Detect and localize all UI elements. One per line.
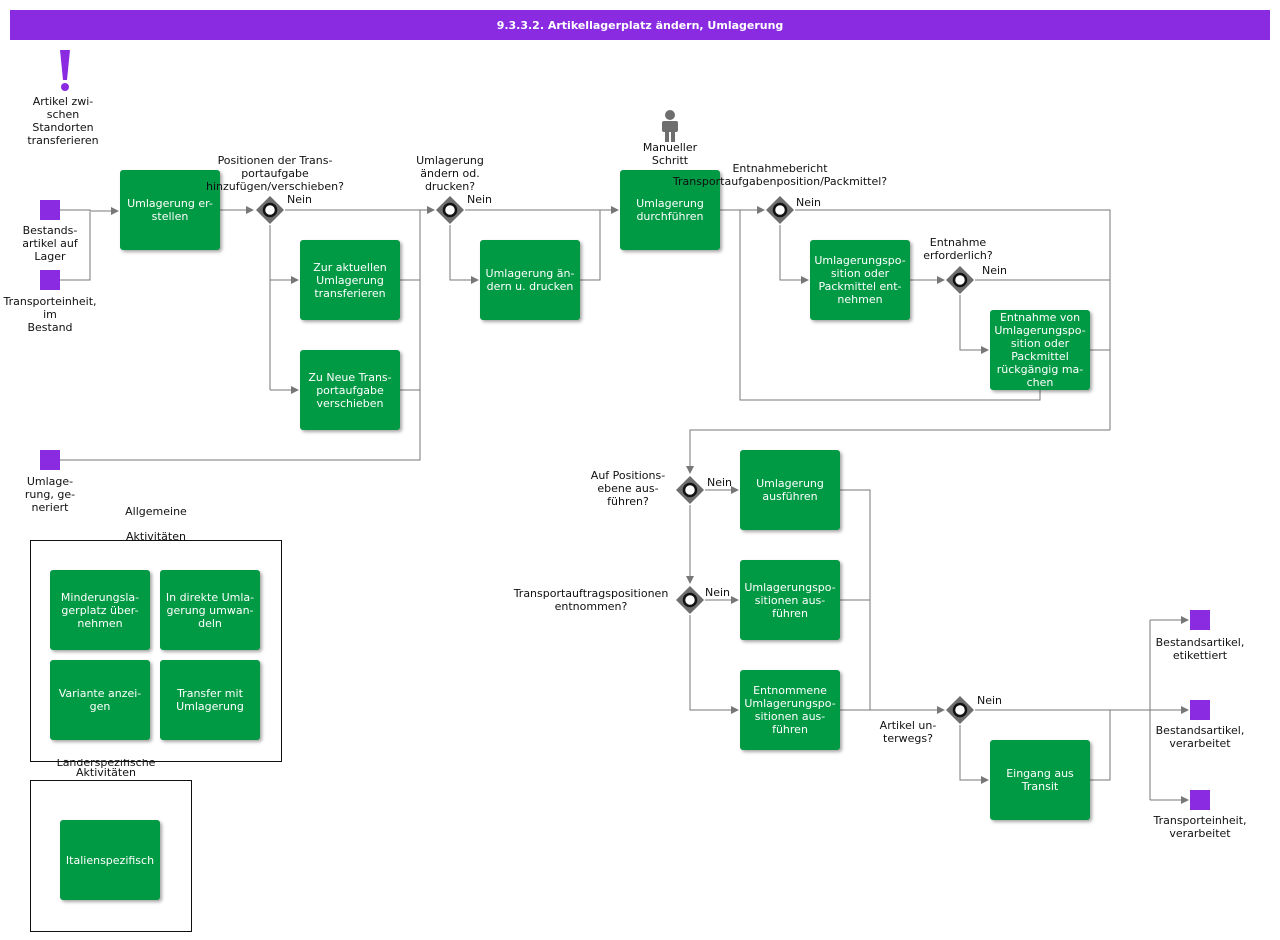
gateway-positionen[interactable] — [255, 195, 285, 225]
gateway-no-label: Nein — [707, 476, 733, 489]
task-italienspezifisch[interactable]: Italienspezifisch — [60, 820, 160, 900]
event-label: Bestandsartikel,etikettiert — [1155, 636, 1245, 662]
frame-label-allgemeine: Allgemeine — [125, 505, 187, 517]
gateway-entnahme-erforderlich[interactable] — [945, 265, 975, 295]
gateway-transportauftragspositionen[interactable] — [675, 585, 705, 615]
task-positionen-ausfuehren[interactable]: Umlagerungspo-sitionen aus-führen — [740, 560, 840, 640]
diagram-title: 9.3.3.2. Artikellagerplatz ändern, Umlag… — [10, 10, 1270, 40]
gateway-artikel-unterwegs[interactable] — [945, 695, 975, 725]
event-umlagerung-generiert[interactable] — [40, 450, 60, 470]
gateway-no-label: Nein — [287, 193, 313, 206]
event-label: Transporteinheit,verarbeitet — [1153, 814, 1247, 840]
event-label: Umlage-rung, ge-neriert — [24, 475, 76, 514]
gateway-label: Artikel un-terwegs? — [879, 719, 937, 745]
event-bestandsartikel-auf-lager[interactable] — [40, 200, 60, 220]
gateway-no-label: Nein — [705, 586, 731, 599]
event-transporteinheit-im-bestand[interactable] — [40, 270, 60, 290]
gateway-umlagerung-aendern[interactable] — [435, 195, 465, 225]
gateway-no-label: Nein — [977, 694, 1003, 707]
task-umlagerung-erstellen[interactable]: Umlagerung er-stellen — [120, 170, 220, 250]
person-icon — [662, 110, 678, 142]
task-umlagerung-aendern-drucken[interactable]: Umlagerung än-dern u. drucken — [480, 240, 580, 320]
frame-label-laender: Länderspezifische Aktivitäten — [56, 759, 156, 779]
frame-label-allgemeine-2: Aktivitäten — [126, 530, 186, 540]
task-variante-anzeigen[interactable]: Variante anzei-gen — [50, 660, 150, 740]
end-event-bestandsartikel-verarbeitet[interactable] — [1190, 700, 1210, 720]
exclamation-icon — [60, 50, 70, 91]
task-minderungslagerplatz[interactable]: Minderungsla-gerplatz über-nehmen — [50, 570, 150, 650]
gateway-no-label: Nein — [982, 264, 1008, 277]
end-event-etikettiert[interactable] — [1190, 610, 1210, 630]
gateway-no-label: Nein — [796, 196, 822, 209]
task-direkte-umlagerung[interactable]: In direkte Umla-gerung umwan-deln — [160, 570, 260, 650]
gateway-entnahmebericht[interactable] — [765, 195, 795, 225]
end-event-transporteinheit-verarbeitet[interactable] — [1190, 790, 1210, 810]
gateway-no-label: Nein — [467, 193, 493, 206]
gateway-label: Auf Positions-ebene aus-führen? — [590, 469, 666, 508]
gateway-positionsebene[interactable] — [675, 475, 705, 505]
event-label: Bestandsartikel,verarbeitet — [1155, 724, 1245, 750]
